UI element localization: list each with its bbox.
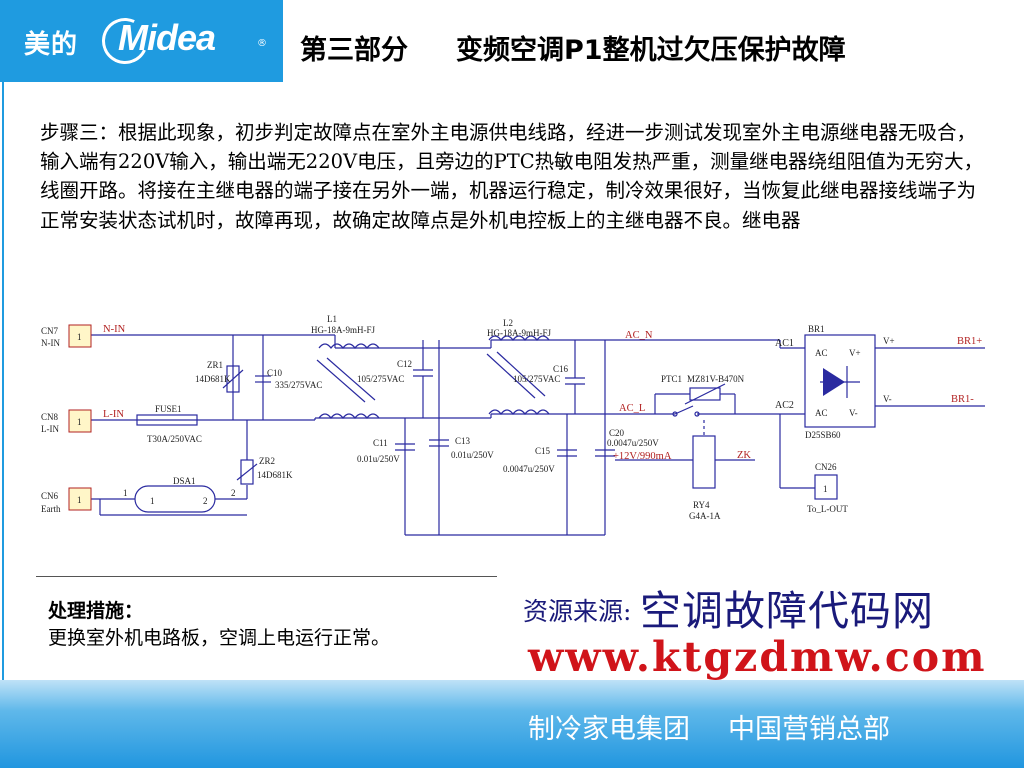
zr1-value: 14D681K — [195, 374, 231, 384]
c20-label: C20 — [609, 428, 625, 438]
cn8-pin: 1 — [77, 417, 82, 427]
c13-value: 0.01u/250V — [451, 450, 494, 460]
l-in-label: L-IN — [103, 409, 124, 420]
circuit-diagram: CN7 N-IN CN8 L-IN CN6 Earth 1 1 1 1 1 2 … — [41, 314, 985, 536]
c15-label: C15 — [535, 446, 551, 456]
midea-logo: 美的 Midea ® — [0, 0, 283, 82]
c12-label: C12 — [397, 359, 412, 369]
c20-value: 0.0047u/250V — [607, 438, 659, 448]
cn26-label: CN26 — [815, 462, 837, 472]
l1-value: HG-18A-9mH-FJ — [311, 325, 375, 335]
c10-value: 335/275VAC — [275, 380, 322, 390]
ac1-label: AC1 — [775, 338, 794, 349]
zr2-value: 14D681K — [257, 470, 293, 480]
title-text: 变频空调P1整机过欠压保护故障 — [456, 35, 846, 66]
fuse-label: FUSE1 — [155, 404, 182, 414]
n-in-label: N-IN — [103, 324, 126, 335]
measures-title: 处理措施： — [48, 600, 144, 622]
measures-text: 更换室外机电路板，空调上电运行正常。 — [48, 627, 391, 649]
registered-mark: ® — [257, 38, 267, 49]
cn6-label: CN6 — [41, 491, 59, 501]
logo-chinese: 美的 — [24, 30, 79, 60]
c15-value: 0.0047u/250V — [503, 464, 555, 474]
br1-minus-label: BR1- — [951, 394, 974, 405]
dsa1-pin2-outer: 2 — [231, 488, 236, 498]
footer-text: 制冷家电集团 中国营销总部 — [528, 707, 890, 746]
ac-l-label: AC_L — [619, 403, 645, 414]
section-label: 第三部分 — [300, 35, 408, 66]
dsa1-label: DSA1 — [173, 476, 196, 486]
c16-value: 105/275VAC — [513, 374, 560, 384]
footer — [0, 680, 1024, 768]
c16-label: C16 — [553, 364, 569, 374]
br1-plus-label: BR1+ — [957, 336, 982, 347]
dsa1-pin2-inner: 2 — [203, 496, 208, 506]
zr2-label: ZR2 — [259, 456, 275, 466]
footer-dept: 中国营销总部 — [728, 714, 890, 745]
l2-value: HG-18A-9mH-FJ — [487, 328, 551, 338]
cn7-sublabel: N-IN — [41, 338, 60, 348]
ry4-value: G4A-1A — [689, 511, 721, 521]
bridge-vplus-inner: V+ — [849, 348, 861, 358]
c13-label: C13 — [455, 436, 471, 446]
page-title: 第三部分 变频空调P1整机过欠压保护故障 — [300, 28, 846, 67]
to-l-out-label: To_L-OUT — [807, 504, 848, 514]
c12-value: 105/275VAC — [357, 374, 404, 384]
cn7-label: CN7 — [41, 326, 59, 336]
vminus-label: V- — [883, 394, 892, 404]
bridge-ac-bottom: AC — [815, 408, 828, 418]
cn7-pin: 1 — [77, 332, 82, 342]
zr1-label: ZR1 — [207, 360, 223, 370]
br1-label: BR1 — [808, 324, 825, 334]
footer-group: 制冷家电集团 — [528, 714, 690, 745]
ptc-value: MZ81V-B470N — [687, 374, 745, 384]
dsa1-pin1-outer: 1 — [123, 488, 128, 498]
ac-n-label: AC_N — [625, 330, 653, 341]
bridge-diode-icon — [823, 368, 845, 396]
c11-label: C11 — [373, 438, 388, 448]
c11-value: 0.01u/250V — [357, 454, 400, 464]
bridge-part: D25SB60 — [805, 430, 841, 440]
bridge-ac-top: AC — [815, 348, 828, 358]
relay-supply-label: +12V/990mA — [613, 451, 672, 462]
section-divider — [36, 576, 498, 577]
watermark-label: 资源来源: — [523, 597, 632, 626]
cn6-pin: 1 — [77, 495, 82, 505]
cn6-sublabel: Earth — [41, 504, 61, 514]
c10-label: C10 — [267, 368, 283, 378]
zk-label: ZK — [737, 450, 751, 461]
title-area — [283, 0, 1024, 82]
bridge-vminus-inner: V- — [849, 408, 858, 418]
ptc1-label: PTC1 — [661, 374, 682, 384]
ac2-label: AC2 — [775, 400, 794, 411]
watermark-box — [497, 573, 1015, 680]
fuse-value: T30A/250VAC — [147, 434, 202, 444]
l2-label: L2 — [503, 318, 513, 328]
cn8-sublabel: L-IN — [41, 424, 59, 434]
cn26-pin: 1 — [823, 484, 828, 494]
left-frame-line — [2, 82, 4, 682]
ry4-label: RY4 — [693, 500, 710, 510]
vplus-label: V+ — [883, 336, 895, 346]
logo-english: Midea — [118, 17, 216, 58]
l1-label: L1 — [327, 314, 337, 324]
header: 美的 Midea ® 第三部分 变频空调P1整机过欠压保护故障 — [0, 0, 1024, 82]
step-paragraph: 步骤三：根据此现象，初步判定故障点在室外主电源供电线路，经进一步测试发现室外主电… — [40, 121, 984, 232]
watermark-url: www.ktgzdmw.com — [528, 633, 987, 681]
dsa1-pin1-inner: 1 — [150, 496, 155, 506]
cn8-label: CN8 — [41, 412, 59, 422]
watermark-site-name: 空调故障代码网 — [640, 587, 934, 635]
